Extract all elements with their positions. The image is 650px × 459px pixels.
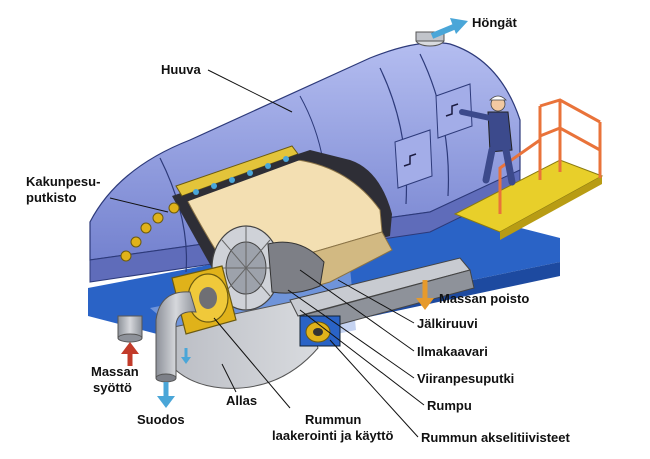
worker-figure (459, 95, 516, 186)
label-huuva: Huuva (161, 62, 202, 77)
label-massan-poisto: Massan poisto (439, 291, 529, 306)
feed-arrow (121, 342, 139, 366)
leader-akselitiivisteet (329, 339, 419, 438)
label-massan-syotto-line1: Massan (91, 364, 139, 379)
leader-huuva (207, 69, 293, 113)
labels: Höngät Huuva Kakunpesu- putkisto Massan … (26, 15, 570, 445)
label-massan-syotto-line2: syöttö (93, 380, 132, 395)
cake-wash-piping (120, 145, 300, 262)
leader-kakunpesu (109, 197, 169, 213)
small-drain-arrow (181, 348, 191, 364)
leader-allas (221, 363, 237, 393)
label-rumpu: Rumpu (427, 398, 472, 413)
label-akselitiivisteet: Rummun akselitiivisteet (421, 430, 570, 445)
leader-ilmakaavari (299, 269, 415, 352)
shaft-and-seals (289, 257, 475, 347)
label-viiranpesuputki: Viiranpesuputki (417, 371, 514, 386)
leader-jalkiruuvi (337, 279, 415, 324)
leader-lines (109, 69, 425, 438)
label-laakerointi-line2: laakerointi ja käyttö (272, 428, 393, 443)
discharge-arrow (416, 280, 434, 310)
label-laakerointi-line1: Rummun (305, 412, 361, 427)
label-kakunpesu-line1: Kakunpesu- (26, 174, 100, 189)
label-kakunpesu-line2: putkisto (26, 190, 77, 205)
label-suodos: Suodos (137, 412, 185, 427)
vapor-arrow (430, 18, 468, 39)
feed-stub (117, 315, 143, 343)
filtrate-arrow (157, 382, 175, 408)
drive-bearing (171, 265, 237, 335)
label-ilmakaavari: Ilmakaavari (417, 344, 488, 359)
platform (453, 98, 604, 240)
label-jalkiruuvi: Jälkiruuvi (417, 316, 478, 331)
leader-viiranpesuputki (287, 289, 415, 379)
filtrate-pipe (155, 291, 197, 383)
leader-rumpu (299, 309, 425, 406)
label-allas: Allas (226, 393, 257, 408)
label-hongat: Höngät (472, 15, 517, 30)
leader-laakerointi (213, 317, 291, 409)
